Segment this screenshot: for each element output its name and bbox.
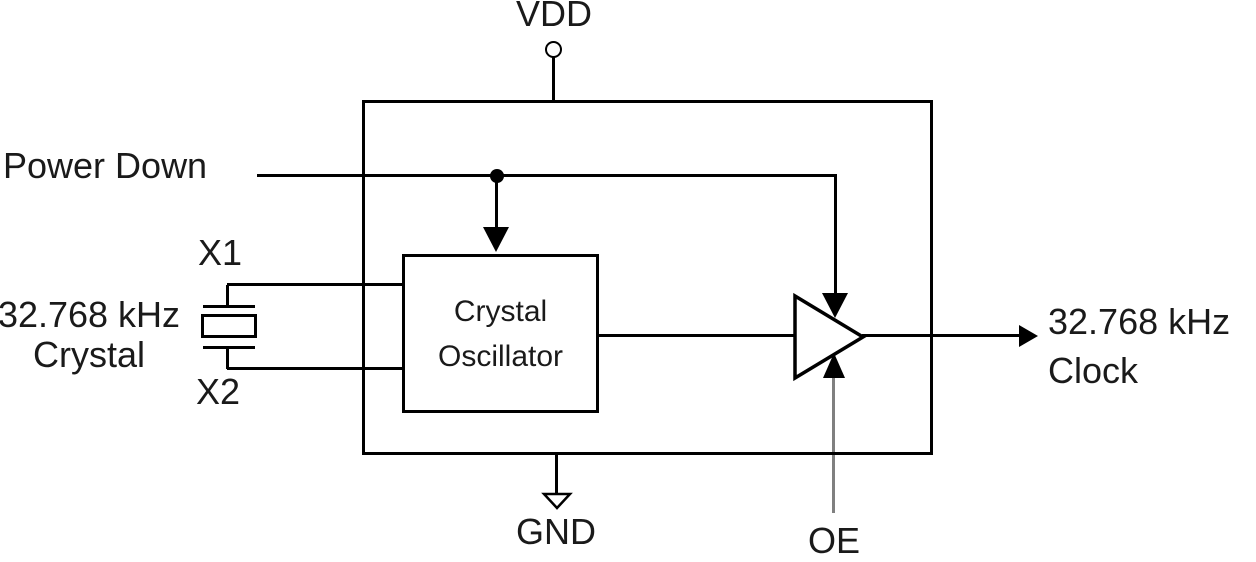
crystal-body-symbol	[201, 314, 257, 338]
x1-label: X1	[197, 232, 243, 273]
power-down-wire	[257, 174, 837, 177]
crystal-oscillator-block-label: Crystal Oscillator	[437, 294, 564, 373]
power-down-branch-oscillator-wire	[495, 176, 498, 228]
vdd-wire	[552, 57, 555, 100]
clock-output-wire	[862, 334, 1021, 337]
x1-stub-wire	[226, 285, 229, 307]
power-down-junction-dot	[490, 169, 504, 183]
crystal-plate-top	[203, 305, 255, 308]
crystal-oscillator-block: Crystal Oscillator	[402, 254, 599, 413]
x2-wire	[227, 367, 403, 370]
vdd-terminal-circle	[545, 41, 562, 58]
ic-boundary-box	[362, 100, 933, 455]
oe-wire	[832, 377, 835, 513]
clock-label: 32.768 kHz Clock	[1048, 301, 1231, 391]
power-down-buffer-arrowhead-icon	[822, 293, 848, 318]
power-down-label: Power Down	[3, 145, 208, 186]
clock-output-arrowhead-icon	[1019, 325, 1038, 347]
vdd-label: VDD	[515, 0, 592, 34]
oscillator-output-wire	[598, 334, 795, 337]
oe-arrowhead-icon	[823, 353, 845, 378]
power-down-branch-buffer-wire	[834, 176, 837, 296]
x2-stub-wire	[226, 348, 229, 369]
crystal-label: 32.768 kHz Crystal	[0, 294, 181, 375]
power-down-oscillator-arrowhead-icon	[483, 227, 509, 252]
x1-wire	[227, 283, 403, 286]
gnd-label: GND	[516, 511, 596, 552]
x2-label: X2	[195, 371, 241, 412]
oe-label: OE	[807, 520, 860, 561]
gnd-symbol-icon	[541, 492, 573, 510]
gnd-wire	[555, 455, 558, 493]
crystal-plate-bottom	[203, 346, 255, 349]
